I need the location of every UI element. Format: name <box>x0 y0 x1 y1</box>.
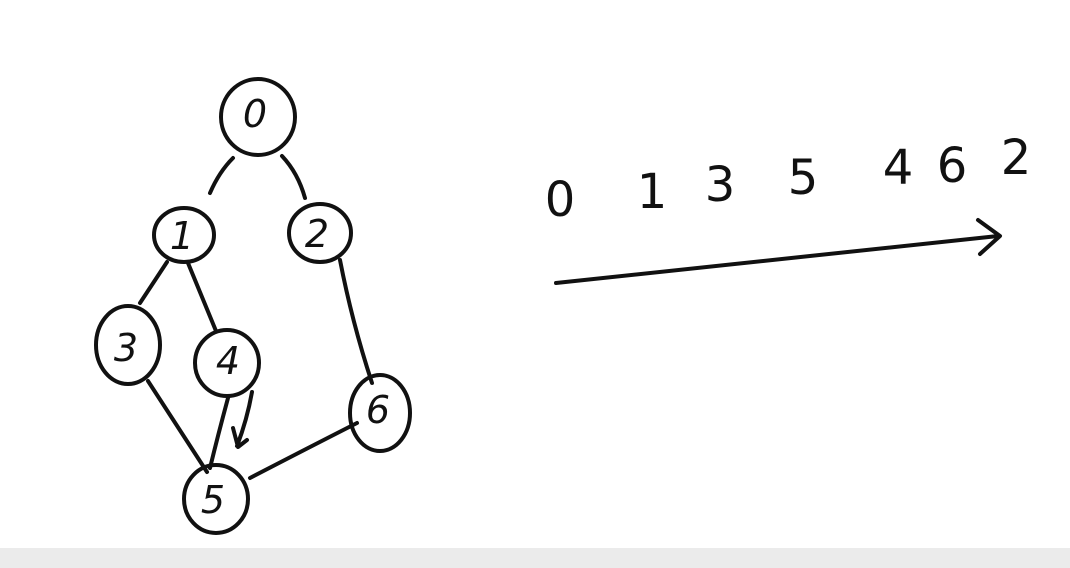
node-circle <box>193 328 261 398</box>
graph-node-5: 5 <box>182 463 250 535</box>
node-label: 4 <box>216 339 240 383</box>
order-item-7: 2 <box>1001 130 1032 186</box>
node-circle <box>94 304 162 386</box>
node-label: 0 <box>243 92 267 136</box>
order-item-1: 0 <box>545 172 576 228</box>
edge-6-5 <box>248 421 359 480</box>
graph-node-6: 6 <box>348 373 412 453</box>
edge-3-5 <box>146 379 209 474</box>
edge-2-6 <box>338 258 374 385</box>
node-circle <box>287 202 353 264</box>
graph-edges <box>138 154 374 480</box>
edge-1-3 <box>138 260 169 305</box>
bottom-strip <box>0 548 1070 568</box>
node-circle <box>152 206 216 264</box>
node-label: 3 <box>114 326 138 370</box>
node-circle <box>182 463 250 535</box>
order-item-3: 3 <box>705 157 736 213</box>
node-label: 5 <box>201 478 225 522</box>
edge-0-2 <box>280 154 307 200</box>
arrow-shaft <box>554 234 1000 285</box>
node-label: 1 <box>170 214 194 258</box>
traversal-order: 0 1 3 5 4 6 2 <box>545 130 1032 228</box>
graph-nodes: 0 1 2 3 4 6 5 <box>94 77 412 535</box>
graph-node-3: 3 <box>94 304 162 386</box>
node-label: 2 <box>305 212 329 256</box>
edge-0-1 <box>208 156 235 195</box>
edge-arrowhead-4-5 <box>231 390 254 449</box>
node-circle <box>219 77 297 157</box>
node-label: 6 <box>366 388 390 432</box>
order-item-2: 1 <box>637 164 668 220</box>
graph-node-0: 0 <box>219 77 297 157</box>
graph-node-1: 1 <box>152 206 216 264</box>
edge-4-5 <box>208 396 230 470</box>
node-circle <box>348 373 412 453</box>
direction-arrow <box>554 218 1002 285</box>
arrow-head <box>976 218 1002 256</box>
order-item-6: 6 <box>937 138 968 194</box>
graph-node-2: 2 <box>287 202 353 264</box>
graph-node-4: 4 <box>193 328 261 398</box>
order-item-5: 4 <box>883 140 914 196</box>
edge-1-4 <box>186 261 218 333</box>
order-item-4: 5 <box>788 150 819 206</box>
